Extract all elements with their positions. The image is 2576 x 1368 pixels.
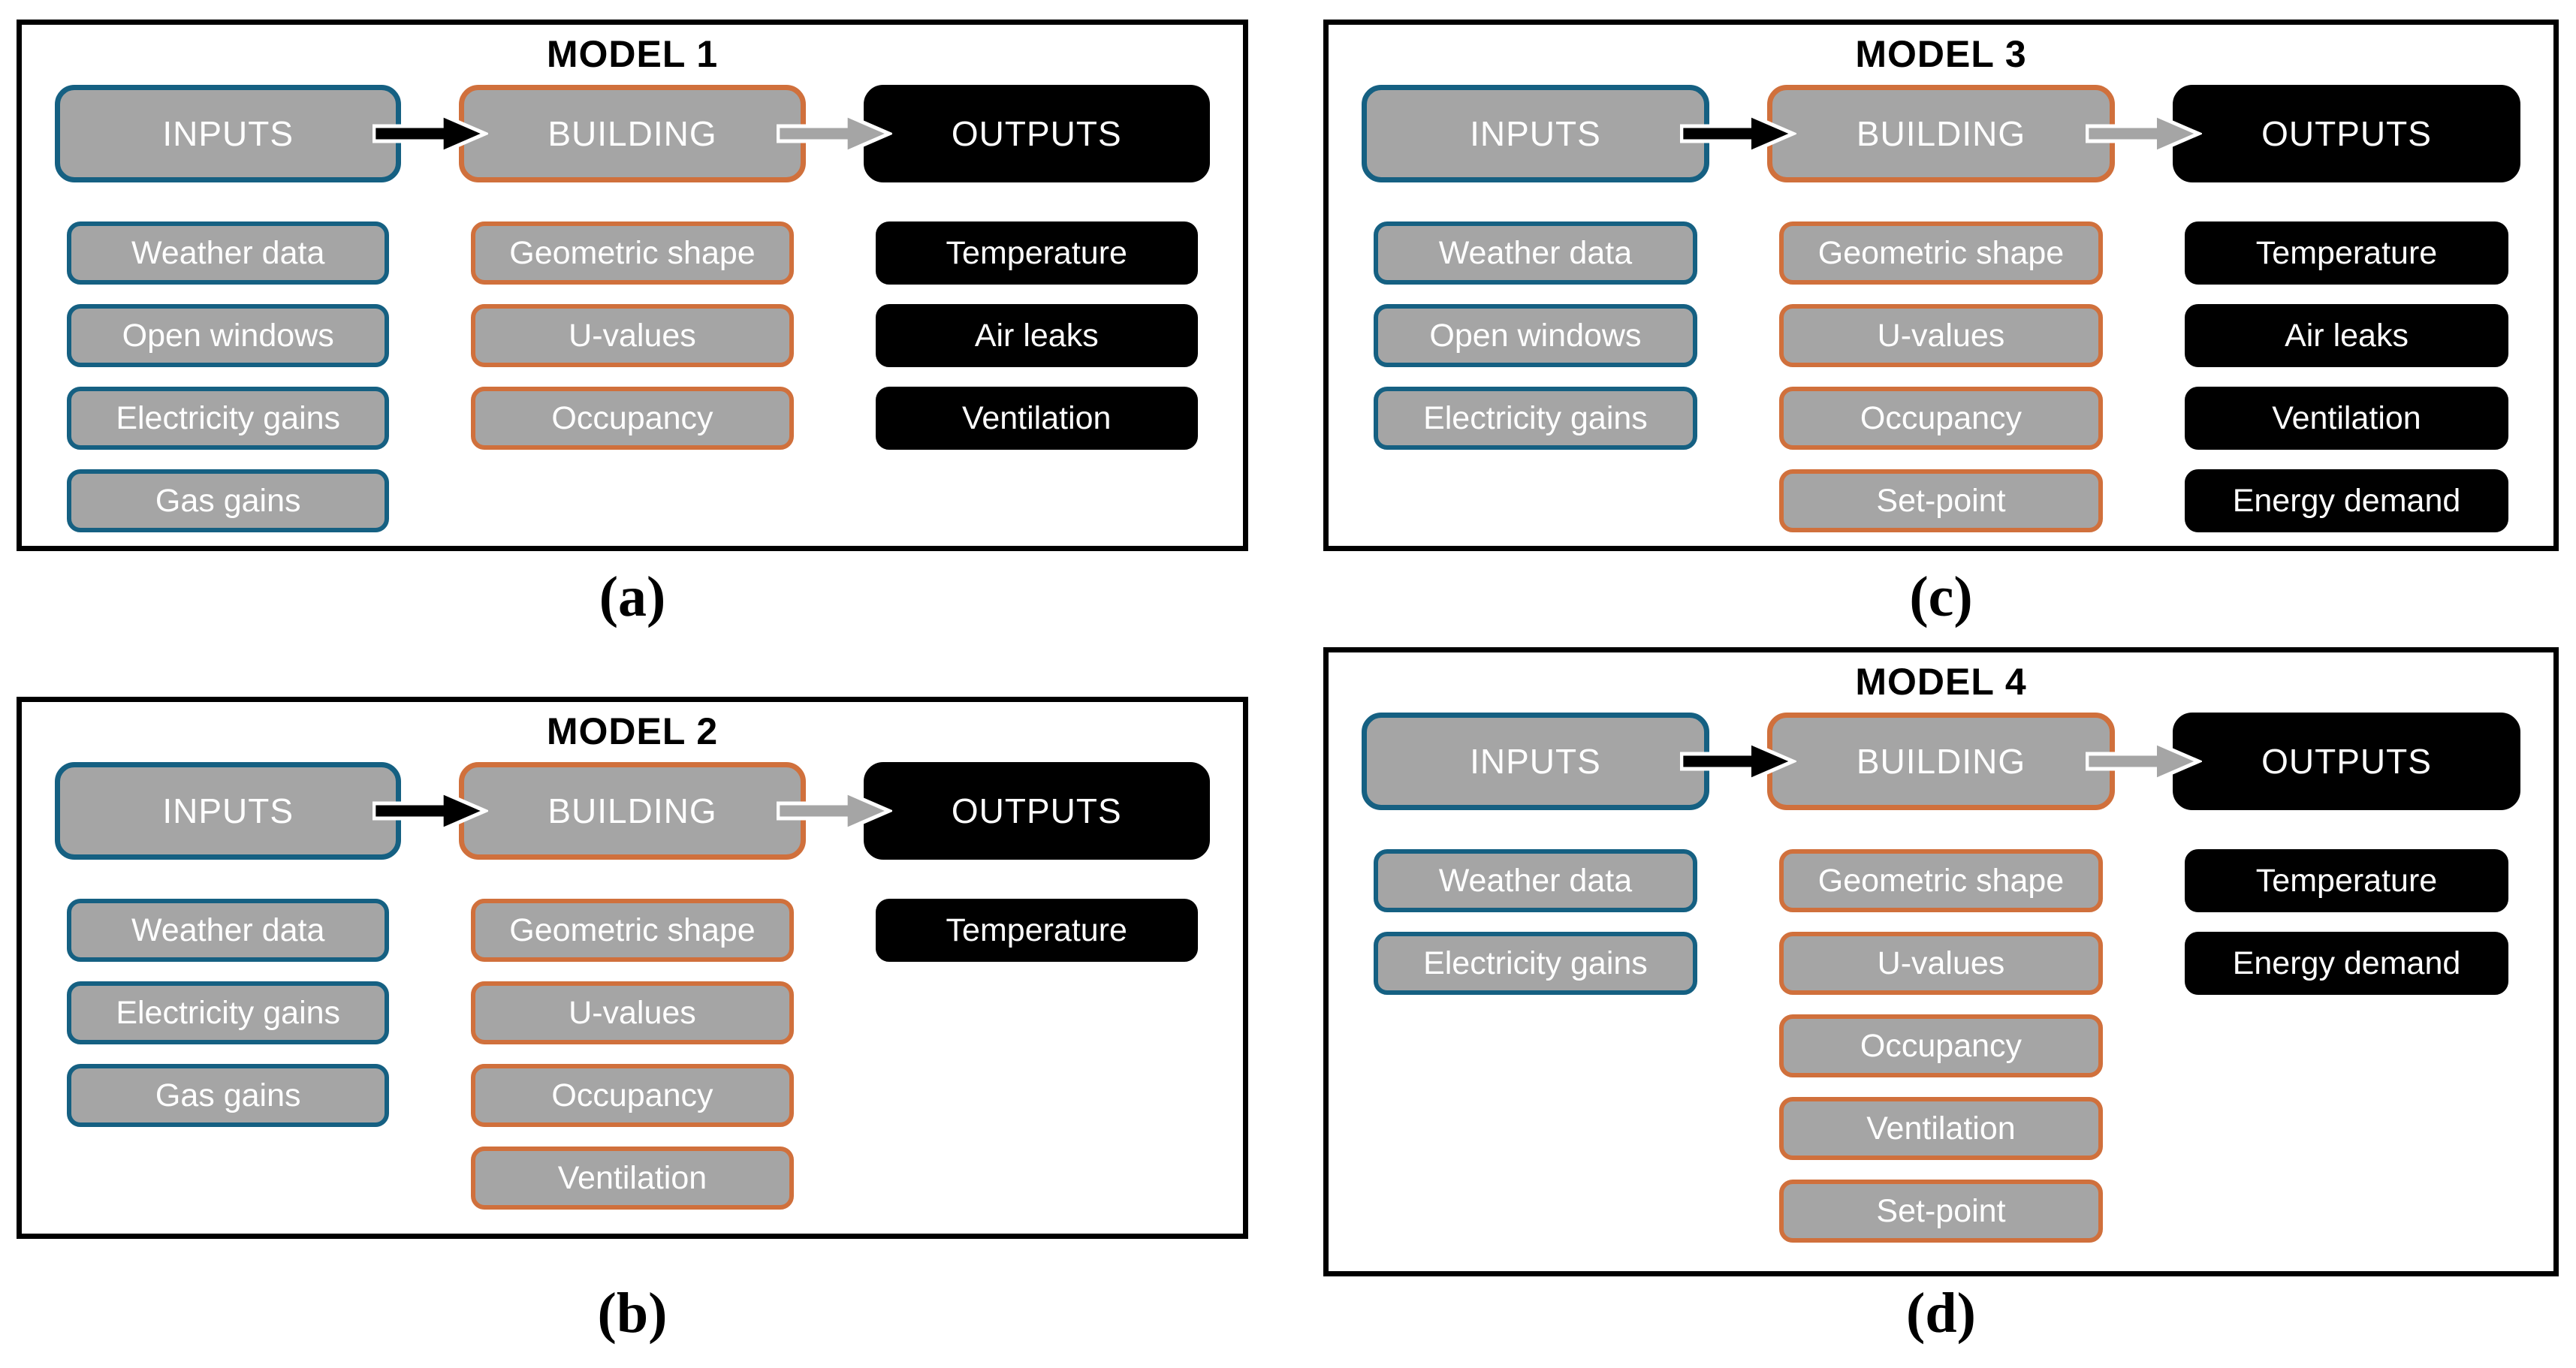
input-item: Gas gains [67, 469, 390, 532]
output-item: Temperature [875, 221, 1198, 285]
input-item: Electricity gains [67, 387, 390, 450]
right-arrow-icon [372, 112, 488, 155]
building-header-box: BUILDING [459, 762, 806, 860]
building-column: Geometric shape U-values Occupancy Venti… [1767, 849, 2115, 1243]
output-item: Ventilation [875, 387, 1198, 450]
input-item: Weather data [67, 899, 390, 962]
inputs-column: Weather data Open windows Electricity ga… [1362, 221, 1709, 450]
caption-d: (d) [1906, 1282, 1976, 1345]
building-item: Geometric shape [1779, 849, 2103, 912]
input-item: Electricity gains [67, 981, 390, 1044]
right-arrow-icon [2086, 740, 2202, 783]
building-item: Occupancy [1779, 1014, 2103, 1077]
output-item: Temperature [2185, 221, 2508, 285]
building-to-outputs-arrow [777, 109, 893, 158]
outputs-header-box: OUTPUTS [863, 85, 1210, 182]
panel-title: MODEL 2 [546, 710, 719, 752]
outputs-column: Temperature Air leaks Ventilation [864, 221, 1210, 450]
item-columns: Weather data Open windows Electricity ga… [1362, 221, 2520, 532]
panel-model-3: MODEL 3 INPUTS BUILDING OUTPUTS Weather … [1323, 20, 2559, 551]
building-item: U-values [471, 981, 794, 1044]
inputs-header-box: INPUTS [55, 85, 402, 182]
building-item: Occupancy [471, 1064, 794, 1127]
inputs-to-building-arrow [372, 786, 488, 836]
panel-model-4: MODEL 4 INPUTS BUILDING OUTPUTS Weather … [1323, 647, 2559, 1276]
building-to-outputs-arrow [777, 786, 893, 836]
outputs-column: Temperature [864, 899, 1210, 962]
output-item: Energy demand [2185, 932, 2508, 995]
building-to-outputs-arrow [2086, 109, 2202, 158]
building-item: Geometric shape [471, 899, 794, 962]
building-item: U-values [1779, 304, 2103, 367]
building-item: Set-point [1779, 469, 2103, 532]
building-item: Geometric shape [1779, 221, 2103, 285]
building-header-box: BUILDING [459, 85, 806, 182]
inputs-column: Weather data Open windows Electricity ga… [55, 221, 401, 532]
input-item: Weather data [1374, 849, 1697, 912]
output-item: Air leaks [875, 304, 1198, 367]
building-item: U-values [471, 304, 794, 367]
building-item: Geometric shape [471, 221, 794, 285]
inputs-to-building-arrow [372, 109, 488, 158]
item-columns: Weather data Electricity gains Geometric… [1362, 849, 2520, 1243]
flow-header-row: INPUTS BUILDING OUTPUTS [1362, 713, 2520, 810]
item-columns: Weather data Open windows Electricity ga… [55, 221, 1210, 532]
input-item: Gas gains [67, 1064, 390, 1127]
inputs-to-building-arrow [1680, 109, 1796, 158]
right-arrow-icon [777, 789, 893, 833]
building-to-outputs-arrow [2086, 737, 2202, 786]
building-item: Ventilation [1779, 1097, 2103, 1160]
outputs-header-box: OUTPUTS [863, 762, 1210, 860]
building-column: Geometric shape U-values Occupancy Venti… [459, 899, 805, 1210]
input-item: Open windows [67, 304, 390, 367]
building-header-box: BUILDING [1767, 85, 2115, 182]
input-item: Electricity gains [1374, 387, 1697, 450]
panel-title: MODEL 3 [1855, 33, 2027, 75]
inputs-header-box: INPUTS [1362, 85, 1709, 182]
right-arrow-icon [1680, 112, 1796, 155]
caption-c: (c) [1909, 565, 1973, 628]
right-arrow-icon [372, 789, 488, 833]
panel-title: MODEL 1 [546, 33, 719, 75]
output-item: Air leaks [2185, 304, 2508, 367]
right-arrow-icon [2086, 112, 2202, 155]
flow-header-row: INPUTS BUILDING OUTPUTS [55, 762, 1210, 860]
inputs-header-box: INPUTS [1362, 713, 1709, 810]
inputs-header-box: INPUTS [55, 762, 402, 860]
building-item: Occupancy [471, 387, 794, 450]
building-item: Ventilation [471, 1147, 794, 1210]
inputs-to-building-arrow [1680, 737, 1796, 786]
building-item: Occupancy [1779, 387, 2103, 450]
output-item: Temperature [2185, 849, 2508, 912]
panel-model-1: MODEL 1 INPUTS BUILDING OUTPUTS Weather … [17, 20, 1248, 551]
caption-a: (a) [599, 565, 666, 628]
input-item: Open windows [1374, 304, 1697, 367]
right-arrow-icon [777, 112, 893, 155]
building-column: Geometric shape U-values Occupancy [459, 221, 805, 450]
building-header-box: BUILDING [1767, 713, 2115, 810]
inputs-column: Weather data Electricity gains Gas gains [55, 899, 401, 1127]
building-item: Set-point [1779, 1180, 2103, 1243]
caption-b: (b) [597, 1282, 668, 1345]
outputs-column: Temperature Energy demand [2173, 849, 2520, 995]
flow-header-row: INPUTS BUILDING OUTPUTS [55, 85, 1210, 182]
outputs-header-box: OUTPUTS [2173, 85, 2520, 182]
outputs-column: Temperature Air leaks Ventilation Energy… [2173, 221, 2520, 532]
input-item: Weather data [67, 221, 390, 285]
input-item: Electricity gains [1374, 932, 1697, 995]
input-item: Weather data [1374, 221, 1697, 285]
right-arrow-icon [1680, 740, 1796, 783]
flow-header-row: INPUTS BUILDING OUTPUTS [1362, 85, 2520, 182]
output-item: Energy demand [2185, 469, 2508, 532]
building-item: U-values [1779, 932, 2103, 995]
inputs-column: Weather data Electricity gains [1362, 849, 1709, 995]
item-columns: Weather data Electricity gains Gas gains… [55, 899, 1210, 1210]
panel-title: MODEL 4 [1855, 661, 2027, 703]
outputs-header-box: OUTPUTS [2173, 713, 2520, 810]
output-item: Temperature [875, 899, 1198, 962]
building-column: Geometric shape U-values Occupancy Set-p… [1767, 221, 2115, 532]
output-item: Ventilation [2185, 387, 2508, 450]
panel-model-2: MODEL 2 INPUTS BUILDING OUTPUTS Weather … [17, 697, 1248, 1239]
